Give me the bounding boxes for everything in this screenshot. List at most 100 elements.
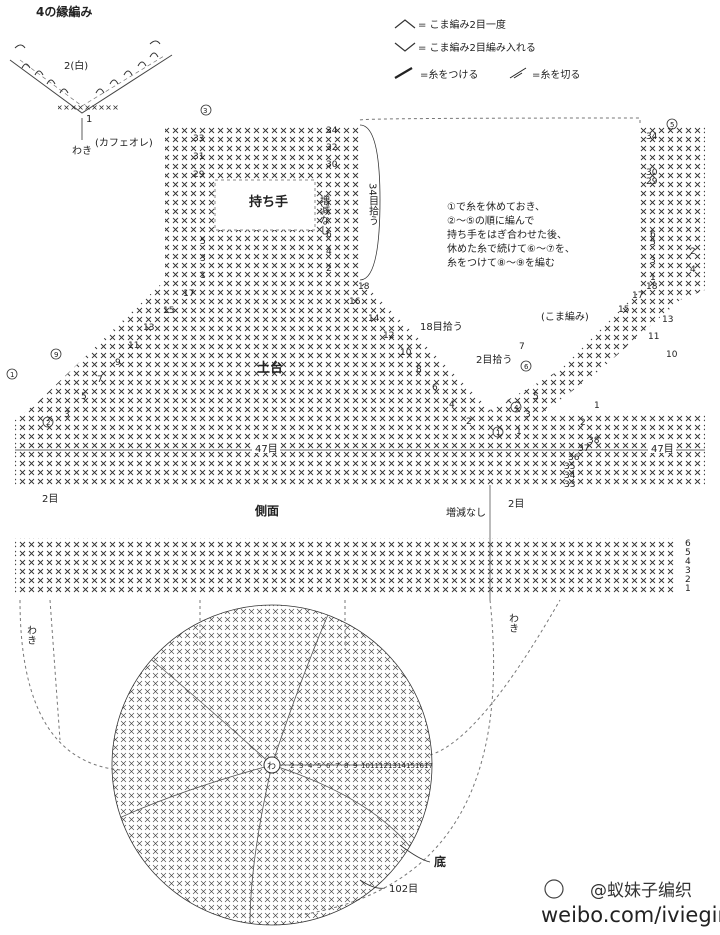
rs-row-5: 5 <box>533 392 539 402</box>
note-line-1: ①で糸を休めておき、 <box>447 201 545 213</box>
rp-row-10: 10 <box>666 350 678 360</box>
round-13: 13 <box>388 762 397 770</box>
handle-row-5: 5 <box>200 237 206 247</box>
rp-row-17: 17 <box>632 291 643 301</box>
side-row-5: 5 <box>685 548 691 558</box>
round-3: 3 <box>299 762 303 770</box>
marker-left-9: 9 <box>54 351 58 359</box>
note-line-5: 糸をつけて⑧〜⑨を編む <box>447 256 555 269</box>
base-row-11: 11 <box>128 341 139 351</box>
weibo-icon <box>544 879 564 899</box>
legend-join: =糸をつける <box>420 69 478 81</box>
marker-right-6: 6 <box>524 363 529 371</box>
watermark-url: weibo.com/iviegirl <box>541 903 720 927</box>
base-row-3: 3 <box>64 410 70 420</box>
base-row-12: 12 <box>383 331 394 341</box>
side-row-3: 3 <box>685 566 691 576</box>
rp-row-15: 15 <box>618 305 629 315</box>
marker-left-1: 1 <box>10 371 14 379</box>
rp-row-30: 30 <box>646 168 658 178</box>
rp-row-34: 34 <box>646 132 658 142</box>
handle-row-1: 1 <box>200 271 206 281</box>
round-10: 10 <box>361 762 370 770</box>
inc-symbol <box>394 42 416 52</box>
instruction-note: ①で糸を休めておき、 ②〜⑤の順に編んで 持ち手をはぎ合わせた後、 休めた糸で続… <box>447 201 575 269</box>
edging-row2-label: 2(白) <box>64 59 88 72</box>
rp-low-36: 36 <box>568 453 580 463</box>
handle-pick-up: 34目拾う <box>367 183 379 226</box>
watermark-name: @蚁妹子编织 <box>590 881 692 901</box>
round-12: 12 <box>379 762 388 770</box>
base-title: 土台 <box>257 360 283 376</box>
base-row-14: 14 <box>368 314 380 324</box>
marker-right-5: 5 <box>670 121 674 129</box>
handle-row-33: 33 <box>193 134 204 144</box>
side-row-4: 4 <box>685 557 691 567</box>
side-row-1: 1 <box>685 584 691 594</box>
round-16: 16 <box>415 762 424 770</box>
edging-row1-label: 1 <box>86 114 92 125</box>
handle-row-6: 6 <box>326 230 332 240</box>
legend-inc: = こま編み2目編み入れる <box>418 41 536 54</box>
join-yarn-icon <box>394 67 413 79</box>
handle-row-29: 29 <box>193 170 205 180</box>
side-left-waki: わき <box>25 625 37 645</box>
handle-row-32: 32 <box>326 143 337 153</box>
base-row-10: 10 <box>400 348 412 358</box>
side-right-waki: わき <box>507 613 519 633</box>
rp-row-29: 29 <box>646 177 658 187</box>
rp-row-5: 5 <box>650 238 656 248</box>
rp-row-6: 6 <box>650 230 656 240</box>
marker-left-2: 2 <box>46 419 50 427</box>
side-title: 側面 <box>254 503 279 518</box>
cut-yarn-icon <box>509 67 527 79</box>
handle-marker: 3 <box>203 107 207 115</box>
marker-right-4: 4 <box>514 404 519 412</box>
rp-low-38: 38 <box>588 436 600 446</box>
base-pick18: 18目拾う <box>420 320 463 333</box>
round-7: 7 <box>335 762 339 770</box>
round-5: 5 <box>317 762 321 770</box>
marker-right-1: 1 <box>496 429 500 437</box>
round-6: 6 <box>326 762 331 770</box>
legend-dec: = こま編み2目一度 <box>418 18 506 31</box>
bottom-count: 102目 <box>389 884 418 895</box>
handle-row-2: 2 <box>326 264 332 274</box>
handle-row-3: 3 <box>200 254 206 264</box>
base-crochet-label: (こま編み) <box>541 310 589 323</box>
bottom-ring: わ <box>267 761 276 772</box>
watermark: @蚁妹子编织 weibo.com/iviegirl <box>541 879 720 927</box>
handle-row-34: 34 <box>326 126 338 136</box>
base-count47-left: 47目 <box>255 444 278 455</box>
legend-cut: =糸を切る <box>532 69 580 81</box>
rs-row-2: 2 <box>580 418 586 428</box>
round-2: 2 <box>290 762 294 770</box>
base-pick2: 2目拾う <box>476 353 512 366</box>
rp-low-1: 1 <box>594 401 600 411</box>
handle-title: 持ち手 <box>249 194 288 210</box>
rp-row-1: 1 <box>650 273 656 283</box>
round-4: 4 <box>308 762 313 770</box>
handle-section: 持ち手 増減なし 33 31 29 5 3 1 34 32 30 6 4 2 3… <box>165 104 641 281</box>
rp-row-18: 18 <box>646 282 658 292</box>
base-row-17: 17 <box>183 289 194 299</box>
note-line-3: 持ち手をはぎ合わせた後、 <box>447 228 567 241</box>
base-row-9: 9 <box>115 358 121 368</box>
base-row-5: 5 <box>81 392 87 402</box>
base-row-15: 15 <box>163 306 174 316</box>
rp-row-13: 13 <box>662 315 673 325</box>
edging-side-label: わき <box>72 145 92 157</box>
side-row-6: 6 <box>685 539 691 549</box>
rp-low-35: 35 <box>564 462 575 472</box>
handle-row-31: 31 <box>193 152 204 162</box>
edging-diagram: 4の縁編み 2(白) 1 (カフェオレ) わき <box>9 4 173 157</box>
base-row-6: 6 <box>432 383 438 393</box>
edging-color-label: (カフェオレ) <box>95 137 153 149</box>
handle-row-4: 4 <box>326 247 332 257</box>
note-line-2: ②〜⑤の順に編んで <box>447 214 534 227</box>
rp-low-33: 33 <box>564 480 575 490</box>
edging-title: 4の縁編み <box>36 4 92 19</box>
side-row-2: 2 <box>685 575 691 585</box>
round-15: 15 <box>406 762 415 770</box>
